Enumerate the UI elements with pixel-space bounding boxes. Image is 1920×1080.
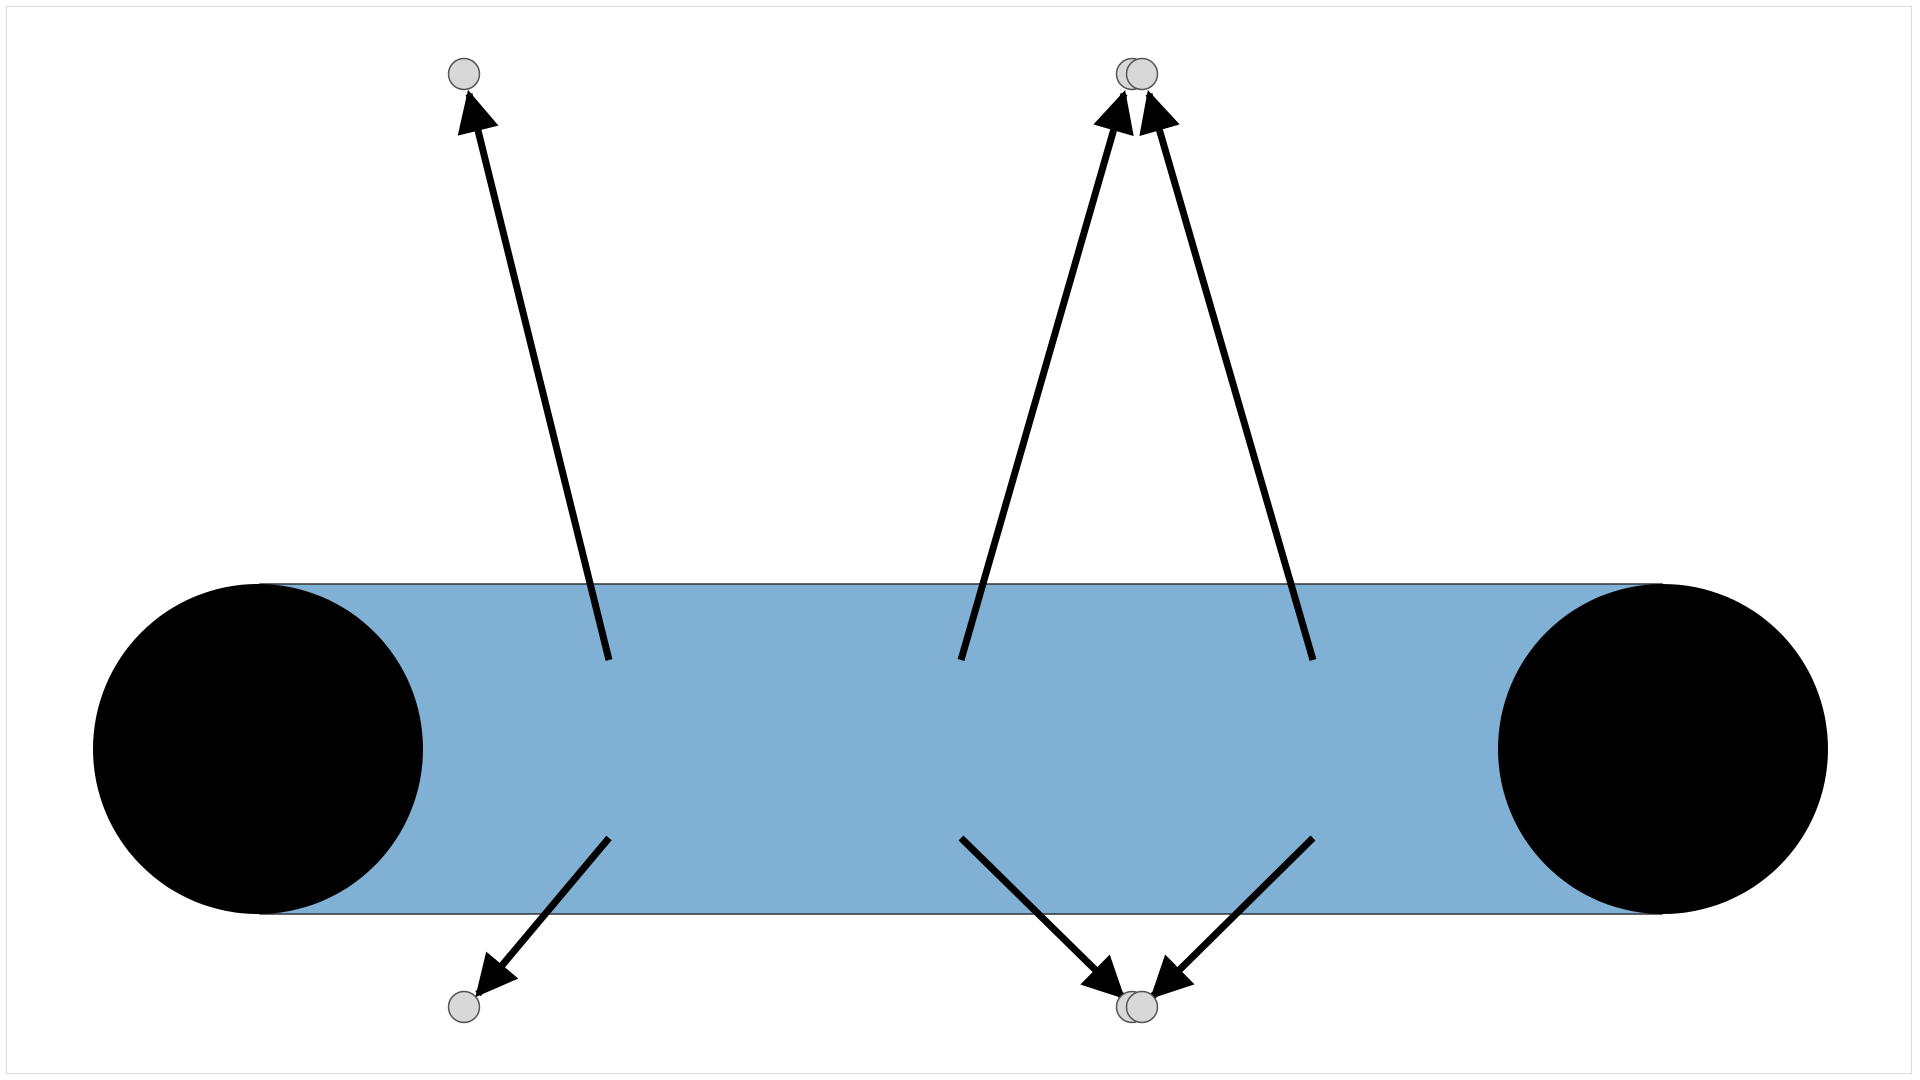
arrow-down-middle (958, 835, 1125, 999)
node-bottom-left (447, 990, 481, 1024)
arrow-up-right (1139, 89, 1317, 661)
node-top-middle-b (1125, 57, 1159, 91)
arrow-up-middle (957, 89, 1134, 661)
left-end-circle (93, 584, 423, 914)
right-end-circle (1498, 584, 1828, 914)
blue-band (259, 583, 1663, 915)
node-top-left (447, 57, 481, 91)
arrow-up-left (457, 89, 613, 661)
arrow-down-right (1150, 835, 1316, 999)
arrow-down-left (475, 835, 612, 998)
node-bottom-middle-b (1125, 990, 1159, 1024)
